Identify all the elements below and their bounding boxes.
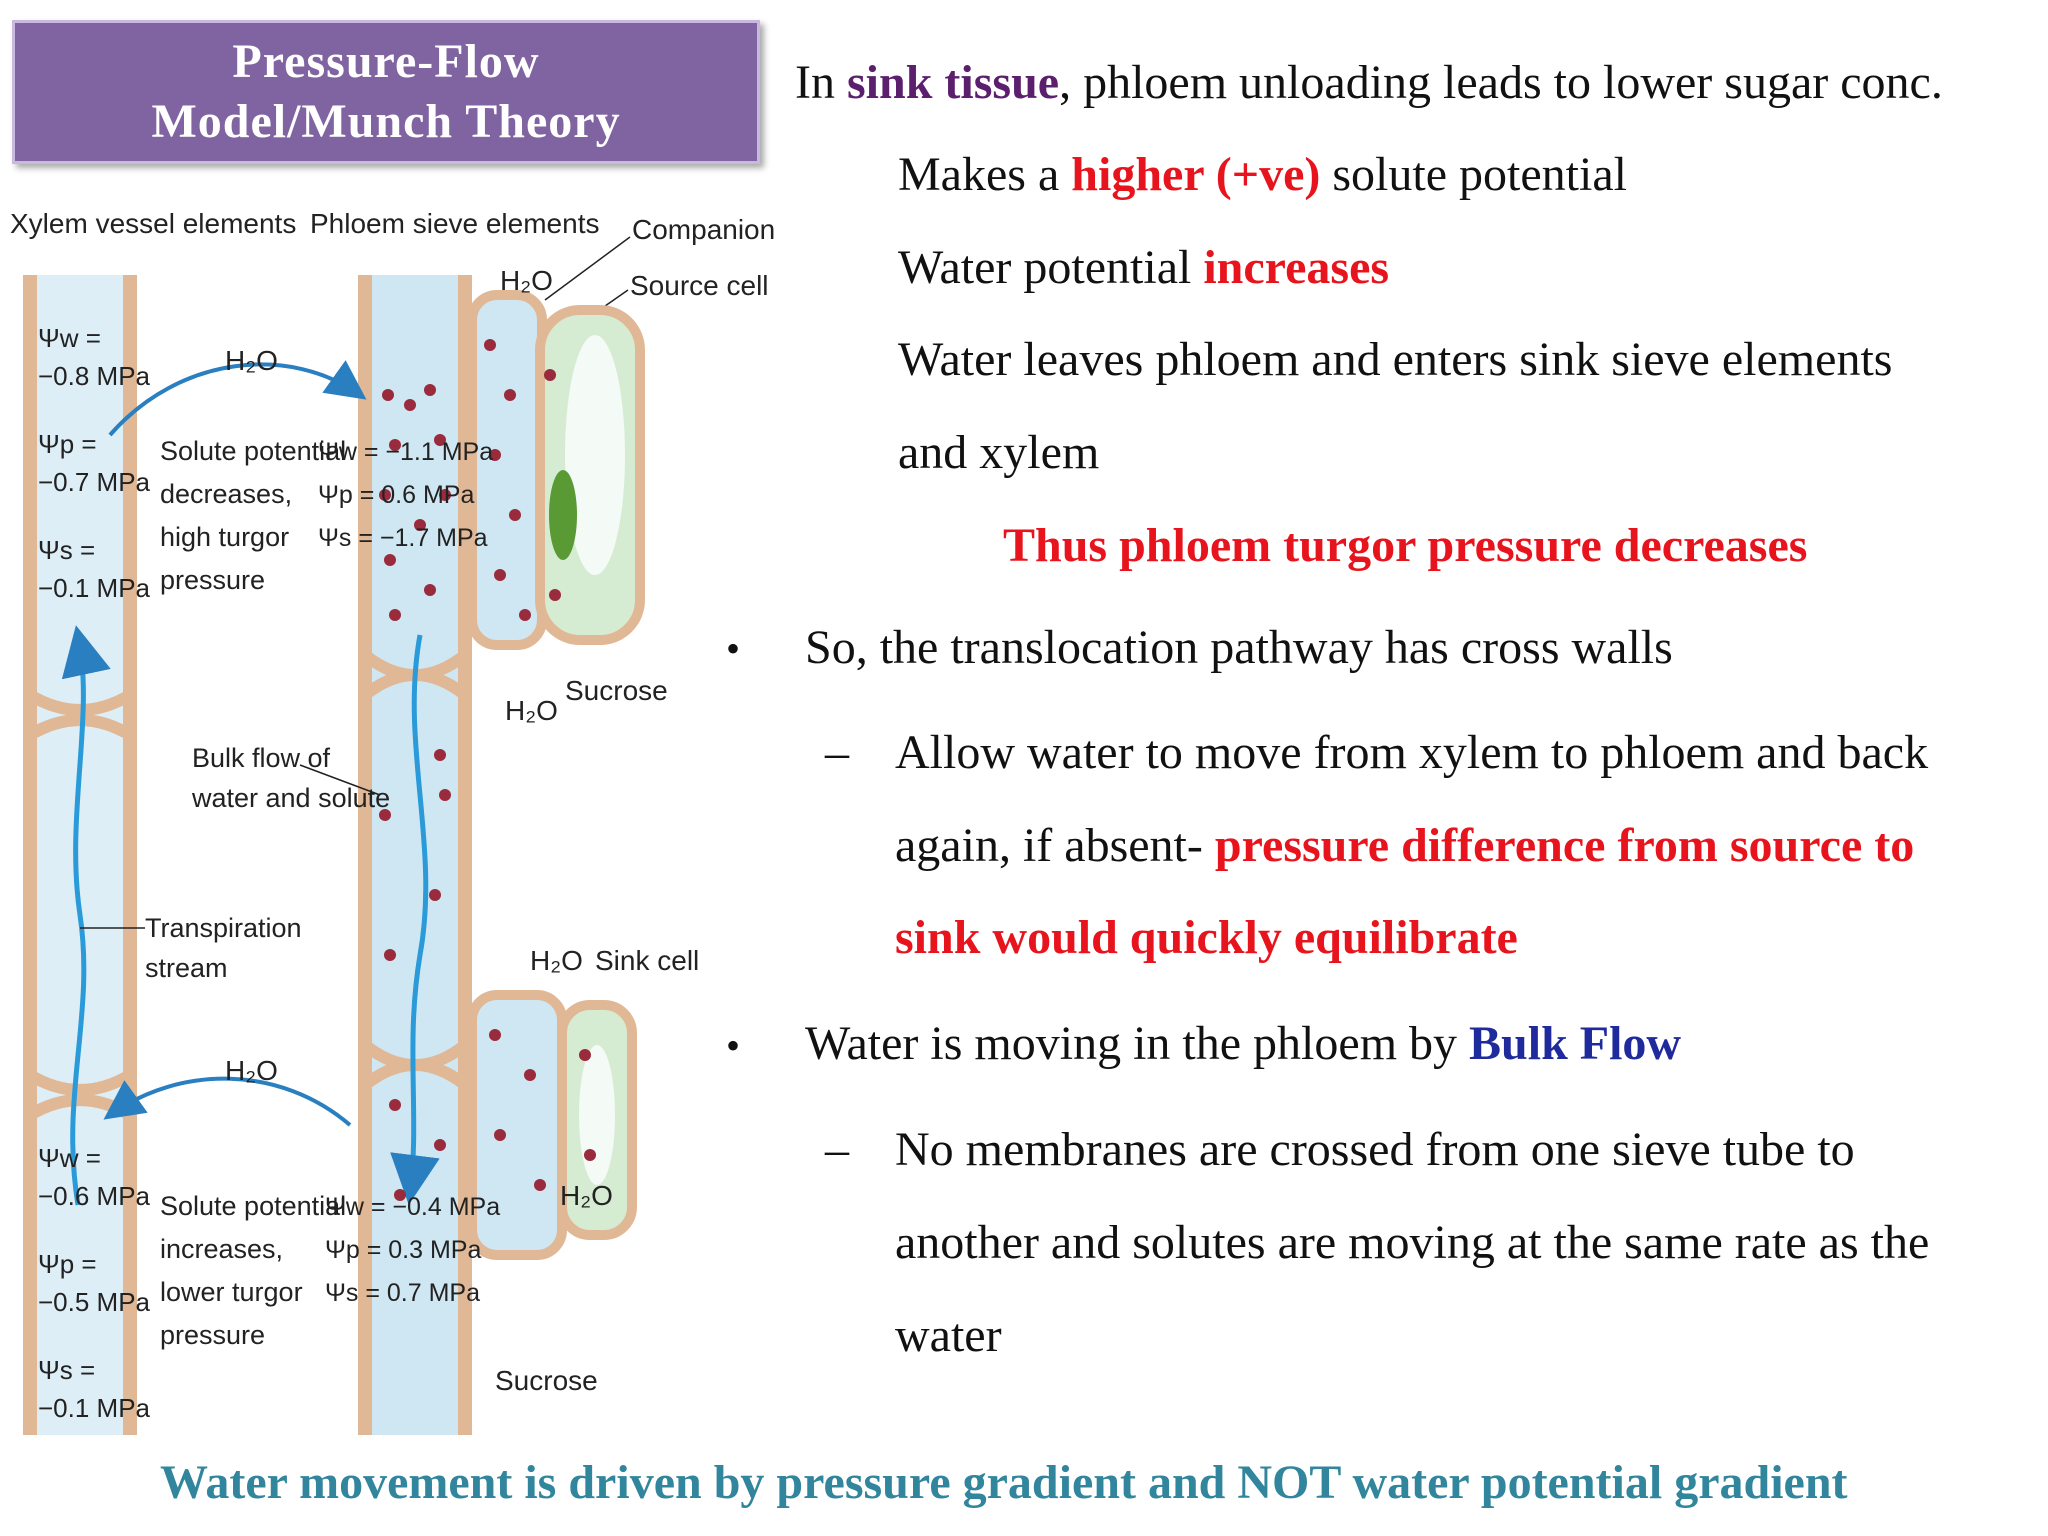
dash-1: – <box>825 726 849 779</box>
bulk-flow-2: water and solute <box>191 783 390 813</box>
line-same-rate: another and solutes are moving at the sa… <box>895 1216 1930 1269</box>
h2o-top: H₂O <box>225 345 278 376</box>
transpiration-1: Transpiration <box>145 913 302 943</box>
xylem-heading: Xylem vessel elements <box>10 208 296 239</box>
phloem-top-0: Ψw = −1.1 MPa <box>318 438 493 466</box>
xylem-top-0: Ψw = <box>38 323 101 353</box>
line-solute-potential: Makes a higher (+ve) solute potential <box>898 147 1627 203</box>
l1-c: , phloem unloading leads to lower sugar … <box>1059 56 1943 109</box>
xylem-top-2: Ψp = <box>38 429 97 459</box>
xylem-bottom-4: Ψs = <box>38 1355 95 1385</box>
l2-c: solute potential <box>1320 148 1627 201</box>
bullet-2: • <box>726 1023 741 1068</box>
bullet-1: • <box>726 626 741 671</box>
h2o-source-lower: H₂O <box>505 695 558 726</box>
b2-a: Water is moving in the phloem by <box>805 1017 1470 1070</box>
source-desc-3: pressure <box>160 565 265 595</box>
l3-a: Water potential <box>898 241 1204 294</box>
phloem-heading: Phloem sieve elements <box>310 208 599 239</box>
sucrose-label-top: Sucrose <box>565 675 668 706</box>
source-cells <box>467 290 645 650</box>
pressure-flow-diagram: Xylem vessel elements Phloem sieve eleme… <box>10 208 780 1435</box>
xylem-bottom-2: Ψp = <box>38 1249 97 1279</box>
xylem-bottom-5: −0.1 MPa <box>38 1393 151 1423</box>
source-desc-2: high turgor <box>160 522 289 552</box>
line-no-membranes: No membranes are crossed from one sieve … <box>895 1123 1855 1176</box>
xylem-vessel <box>23 275 137 1435</box>
source-desc-0: Solute potential <box>160 436 346 466</box>
sucrose-label-bottom: Sucrose <box>495 1365 598 1396</box>
sucrose-dots <box>379 339 596 1201</box>
dash-2: – <box>825 1123 849 1176</box>
title-line-2: Model/Munch Theory <box>151 95 621 148</box>
phloem-sieve-tube <box>358 275 472 1435</box>
line-water-leaves: Water leaves phloem and enters sink siev… <box>898 333 1893 386</box>
phloem-top-2: Ψs = −1.7 MPa <box>318 524 488 552</box>
phloem-bottom-2: Ψs = 0.7 MPa <box>325 1279 480 1307</box>
sink-desc-3: pressure <box>160 1320 265 1350</box>
b2-b: Bulk Flow <box>1469 1017 1682 1070</box>
source-cell-label: Source cell <box>630 270 769 301</box>
l1-a: In <box>795 56 847 109</box>
line-cross-walls: So, the translocation pathway has cross … <box>805 621 1673 674</box>
l2-b: higher (+ve) <box>1071 148 1321 201</box>
d1-l2-b: pressure difference from source to <box>1214 819 1915 872</box>
footer-statement: Water movement is driven by pressure gra… <box>160 1456 1848 1509</box>
sink-cells <box>467 990 637 1260</box>
xylem-bottom-0: Ψw = <box>38 1143 101 1173</box>
l3-b: increases <box>1203 241 1390 294</box>
sink-cell-label: Sink cell <box>595 945 699 976</box>
line-sink-tissue: In sink tissue, phloem unloading leads t… <box>795 55 1943 111</box>
h2o-bottom: H₂O <box>225 1055 278 1086</box>
line-water-potential: Water potential increases <box>898 240 1389 296</box>
line-water: water <box>895 1309 1002 1362</box>
line-and-xylem: and xylem <box>898 426 1100 479</box>
h2o-source: H₂O <box>500 265 553 296</box>
xylem-top-1: −0.8 MPa <box>38 361 151 391</box>
l1-b: sink tissue <box>846 56 1060 109</box>
h2o-sink: H₂O <box>530 945 583 976</box>
line-equilibrate: sink would quickly equilibrate <box>895 911 1518 964</box>
slide-title: Pressure-Flow Model/Munch Theory <box>12 20 760 164</box>
phloem-bottom-0: Ψw = −0.4 MPa <box>325 1193 500 1221</box>
h2o-sink-lower: H₂O <box>560 1180 613 1211</box>
phloem-bottom-1: Ψp = 0.3 MPa <box>325 1236 481 1264</box>
xylem-bottom-3: −0.5 MPa <box>38 1287 151 1317</box>
xylem-top-3: −0.7 MPa <box>38 467 151 497</box>
sink-desc-0: Solute potential <box>160 1191 346 1221</box>
sink-desc-1: increases, <box>160 1234 283 1264</box>
xylem-top-5: −0.1 MPa <box>38 573 151 603</box>
xylem-top-4: Ψs = <box>38 535 95 565</box>
companion-cell-label: Companion cell <box>632 214 780 245</box>
phloem-top-1: Ψp = 0.6 MPa <box>318 481 474 509</box>
sink-desc-2: lower turgor <box>160 1277 303 1307</box>
title-line-1: Pressure-Flow <box>232 35 540 88</box>
line-turgor-decreases: Thus phloem turgor pressure decreases <box>1003 519 1808 572</box>
line-bulk-flow: Water is moving in the phloem by Bulk Fl… <box>805 1016 1681 1072</box>
d1-l2-a: again, if absent- <box>895 819 1215 872</box>
line-if-absent: again, if absent- pressure difference fr… <box>895 818 1914 874</box>
l2-a: Makes a <box>898 148 1072 201</box>
source-desc-1: decreases, <box>160 479 292 509</box>
transpiration-2: stream <box>145 953 228 983</box>
xylem-bottom-1: −0.6 MPa <box>38 1181 151 1211</box>
line-allow-water: Allow water to move from xylem to phloem… <box>895 726 1929 779</box>
